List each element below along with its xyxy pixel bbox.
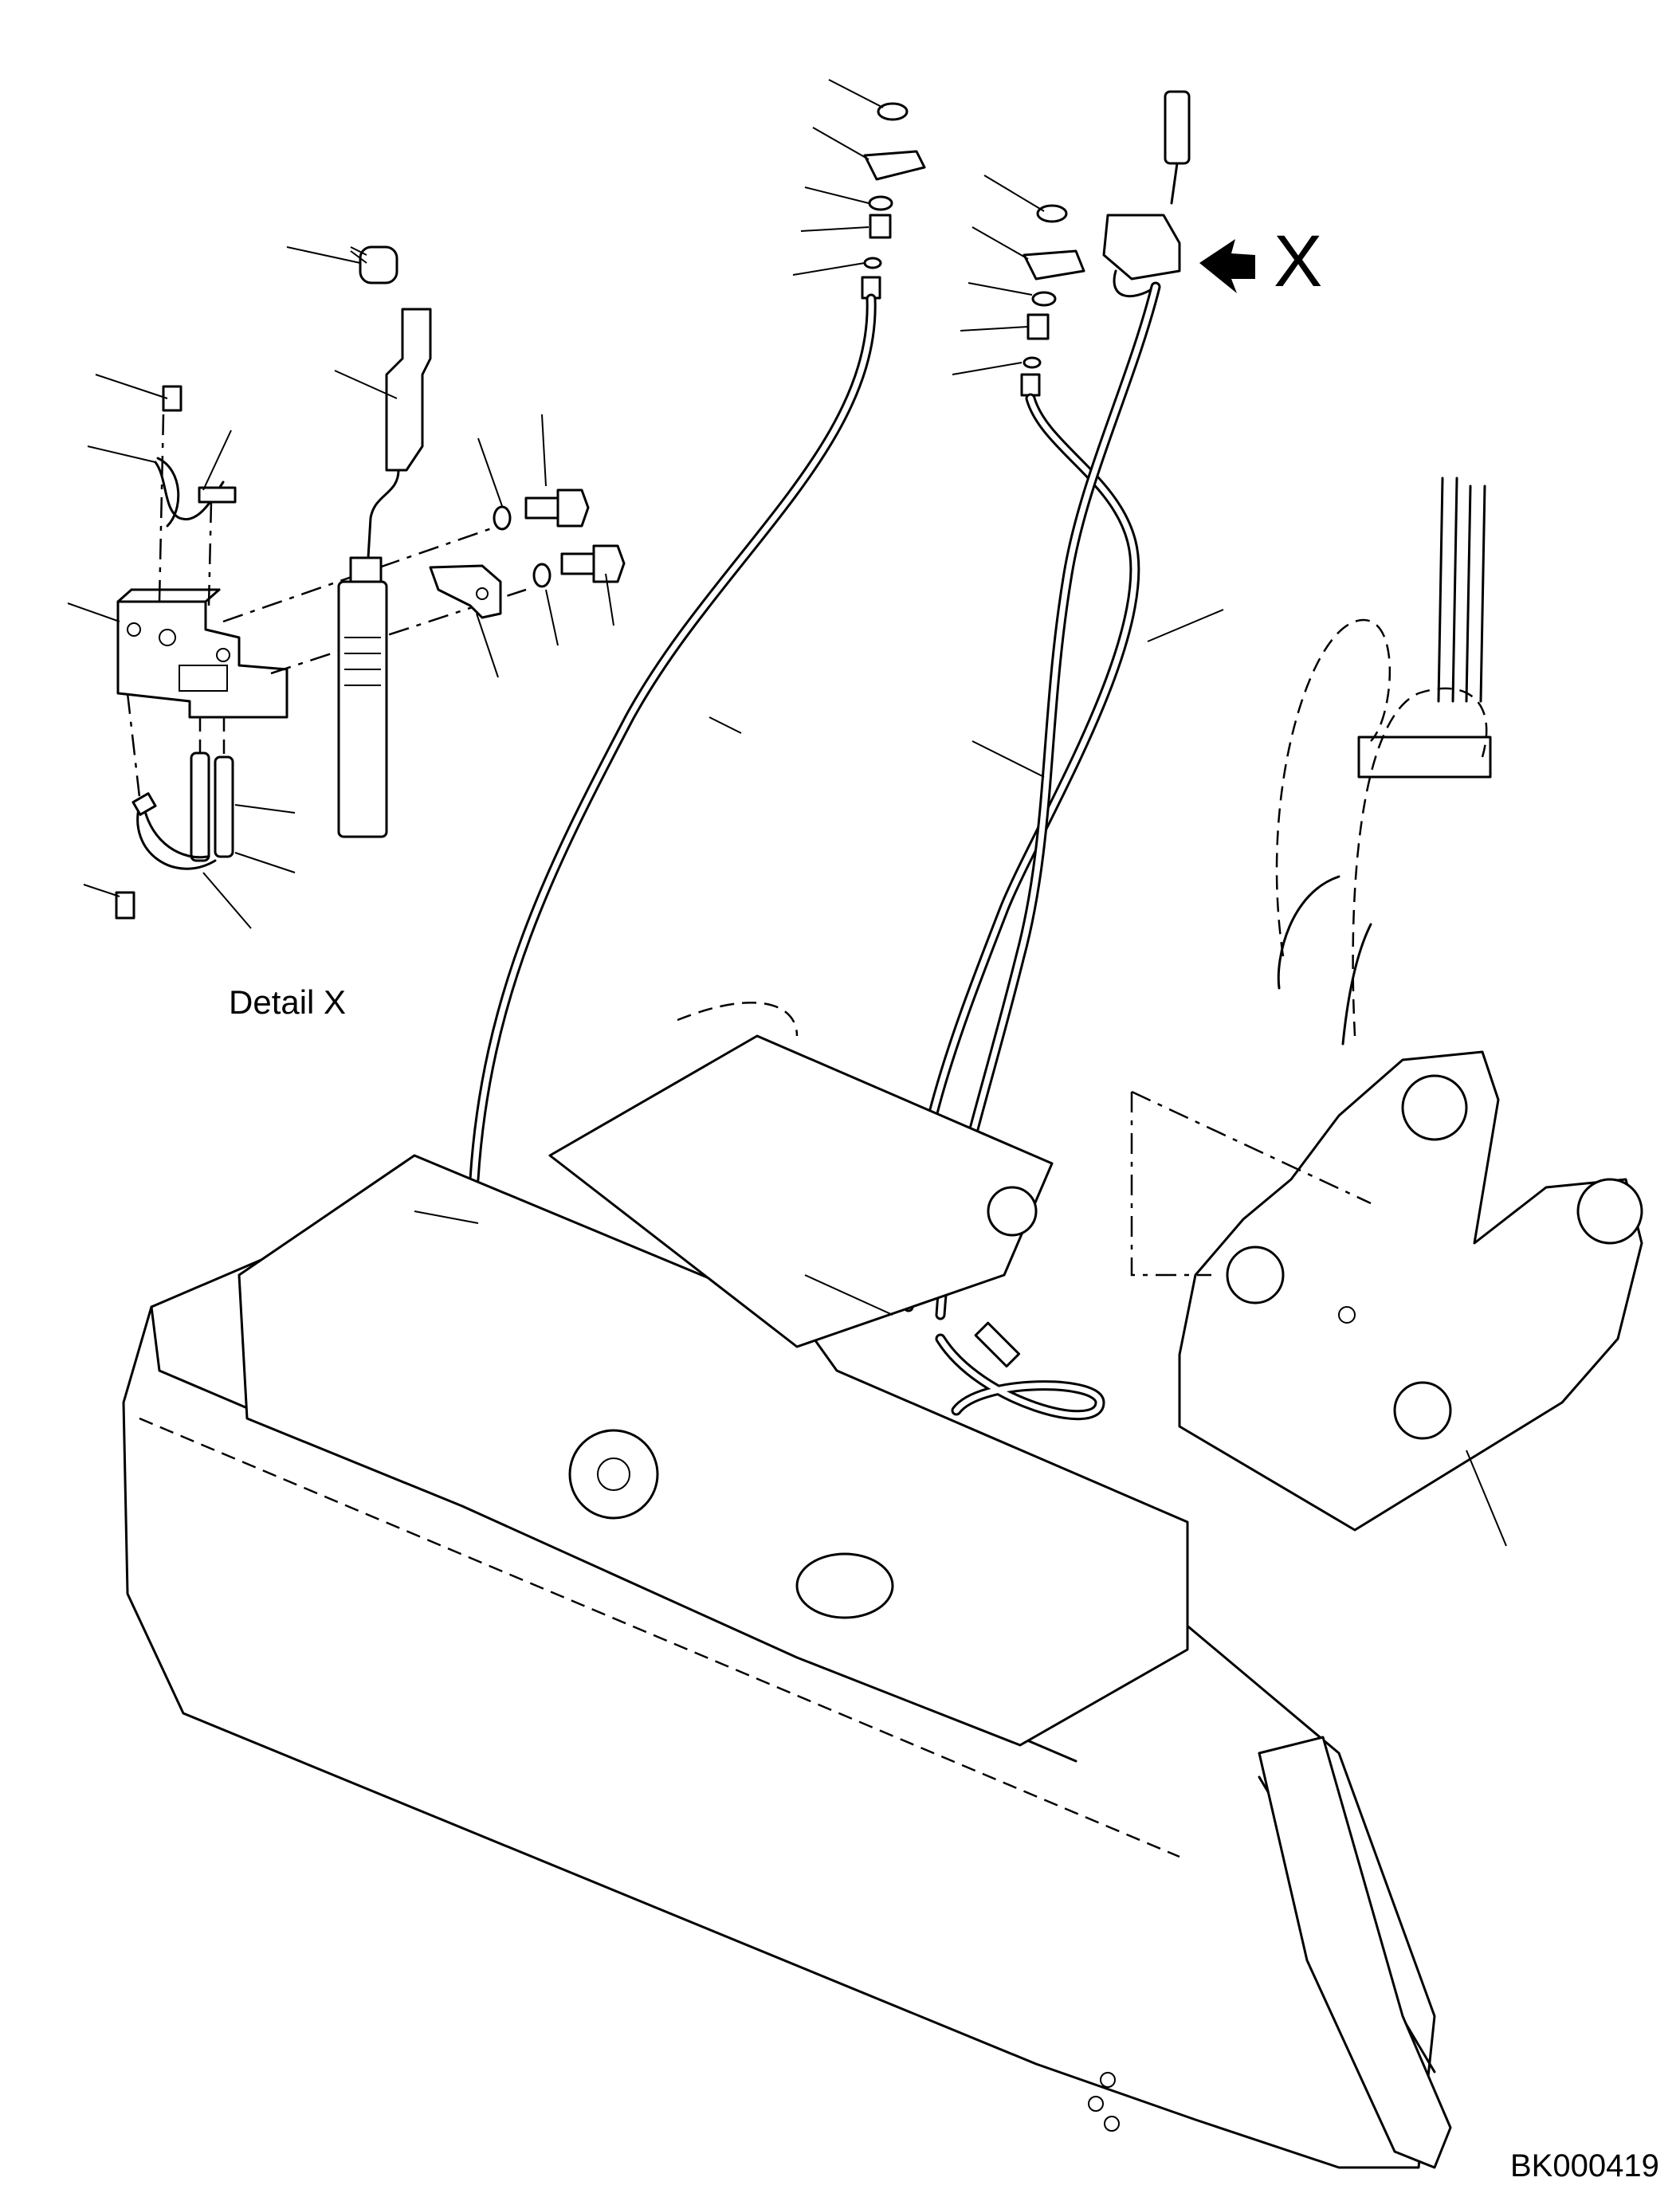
clamp-plate: [429, 564, 502, 619]
flange-right: [1023, 249, 1085, 281]
bolt-1: [556, 488, 590, 528]
manifold-block: [1357, 736, 1492, 779]
fittings-stack-left: [792, 79, 926, 300]
coupler-frame: [1178, 1050, 1643, 1532]
pin-right: [214, 755, 234, 858]
washer-1: [493, 505, 512, 531]
pin-left: [190, 751, 210, 862]
hose-end-fitting: [974, 1321, 1021, 1368]
flange-left: [863, 150, 926, 181]
valve-sensor: [1164, 90, 1191, 165]
view-x-arrow: [1199, 239, 1255, 293]
bolt-2: [592, 544, 626, 583]
lock-valve-block: [1102, 214, 1181, 281]
sensor-cap: [359, 245, 398, 284]
coupler-pin-hole-2: [1576, 1178, 1643, 1245]
screw-bottom: [115, 891, 135, 920]
fittings-stack-right: [952, 90, 1255, 397]
sensor-connector: [385, 308, 432, 472]
screw-top: [162, 385, 183, 412]
rotator-motor: [795, 1552, 894, 1619]
sensor-bracket-block: [116, 600, 289, 719]
wire-harness-bottom: [136, 803, 217, 870]
view-x-marker: X: [1274, 221, 1323, 302]
quick-coupler-assembly: [1130, 477, 1643, 1547]
coupler-pin-hole-1: [1401, 1074, 1468, 1141]
rotator-hub: [568, 1429, 659, 1520]
bucket-side-plate: [1258, 1736, 1452, 2169]
detail-x-label: Detail X: [229, 983, 347, 1021]
detail-x-assembly: [67, 245, 626, 929]
washer-2: [532, 563, 551, 588]
tilt-bucket: [122, 1001, 1452, 2169]
proximity-sensor: [337, 580, 388, 838]
tiltrotator-housing: [237, 1154, 1189, 1747]
reference-code: BK000419: [1510, 2148, 1659, 2183]
